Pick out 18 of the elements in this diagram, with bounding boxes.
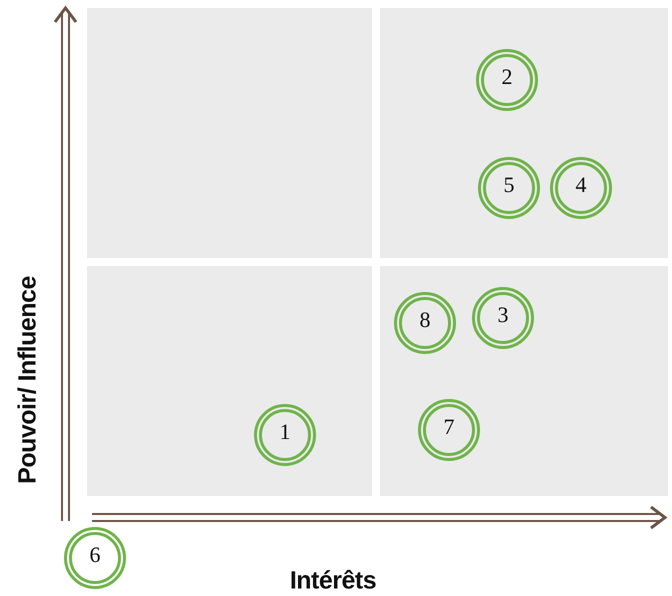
stakeholder-circle: [254, 404, 316, 466]
stakeholder-circle: [418, 399, 480, 461]
stakeholder-circle: [472, 287, 534, 349]
axis-title: Pouvoir/ Influence: [14, 276, 42, 484]
stakeholder-number: 8: [418, 308, 432, 332]
stakeholder-circle: [478, 157, 540, 219]
stakeholder-number: 7: [442, 415, 456, 439]
stakeholder-circle: [64, 527, 126, 589]
stakeholder-number: 3: [496, 303, 510, 327]
stakeholder-number: 2: [500, 65, 514, 89]
stakeholder-number: 4: [574, 173, 588, 197]
stakeholder-number: 1: [278, 420, 292, 444]
stakeholder-number: 5: [502, 173, 516, 197]
stakeholder-number: 6: [88, 543, 102, 567]
stakeholder-circle: [394, 292, 456, 354]
stakeholder-circle: [550, 157, 612, 219]
axis-title: Intérêts: [290, 566, 376, 596]
stakeholder-circle: [476, 49, 538, 111]
